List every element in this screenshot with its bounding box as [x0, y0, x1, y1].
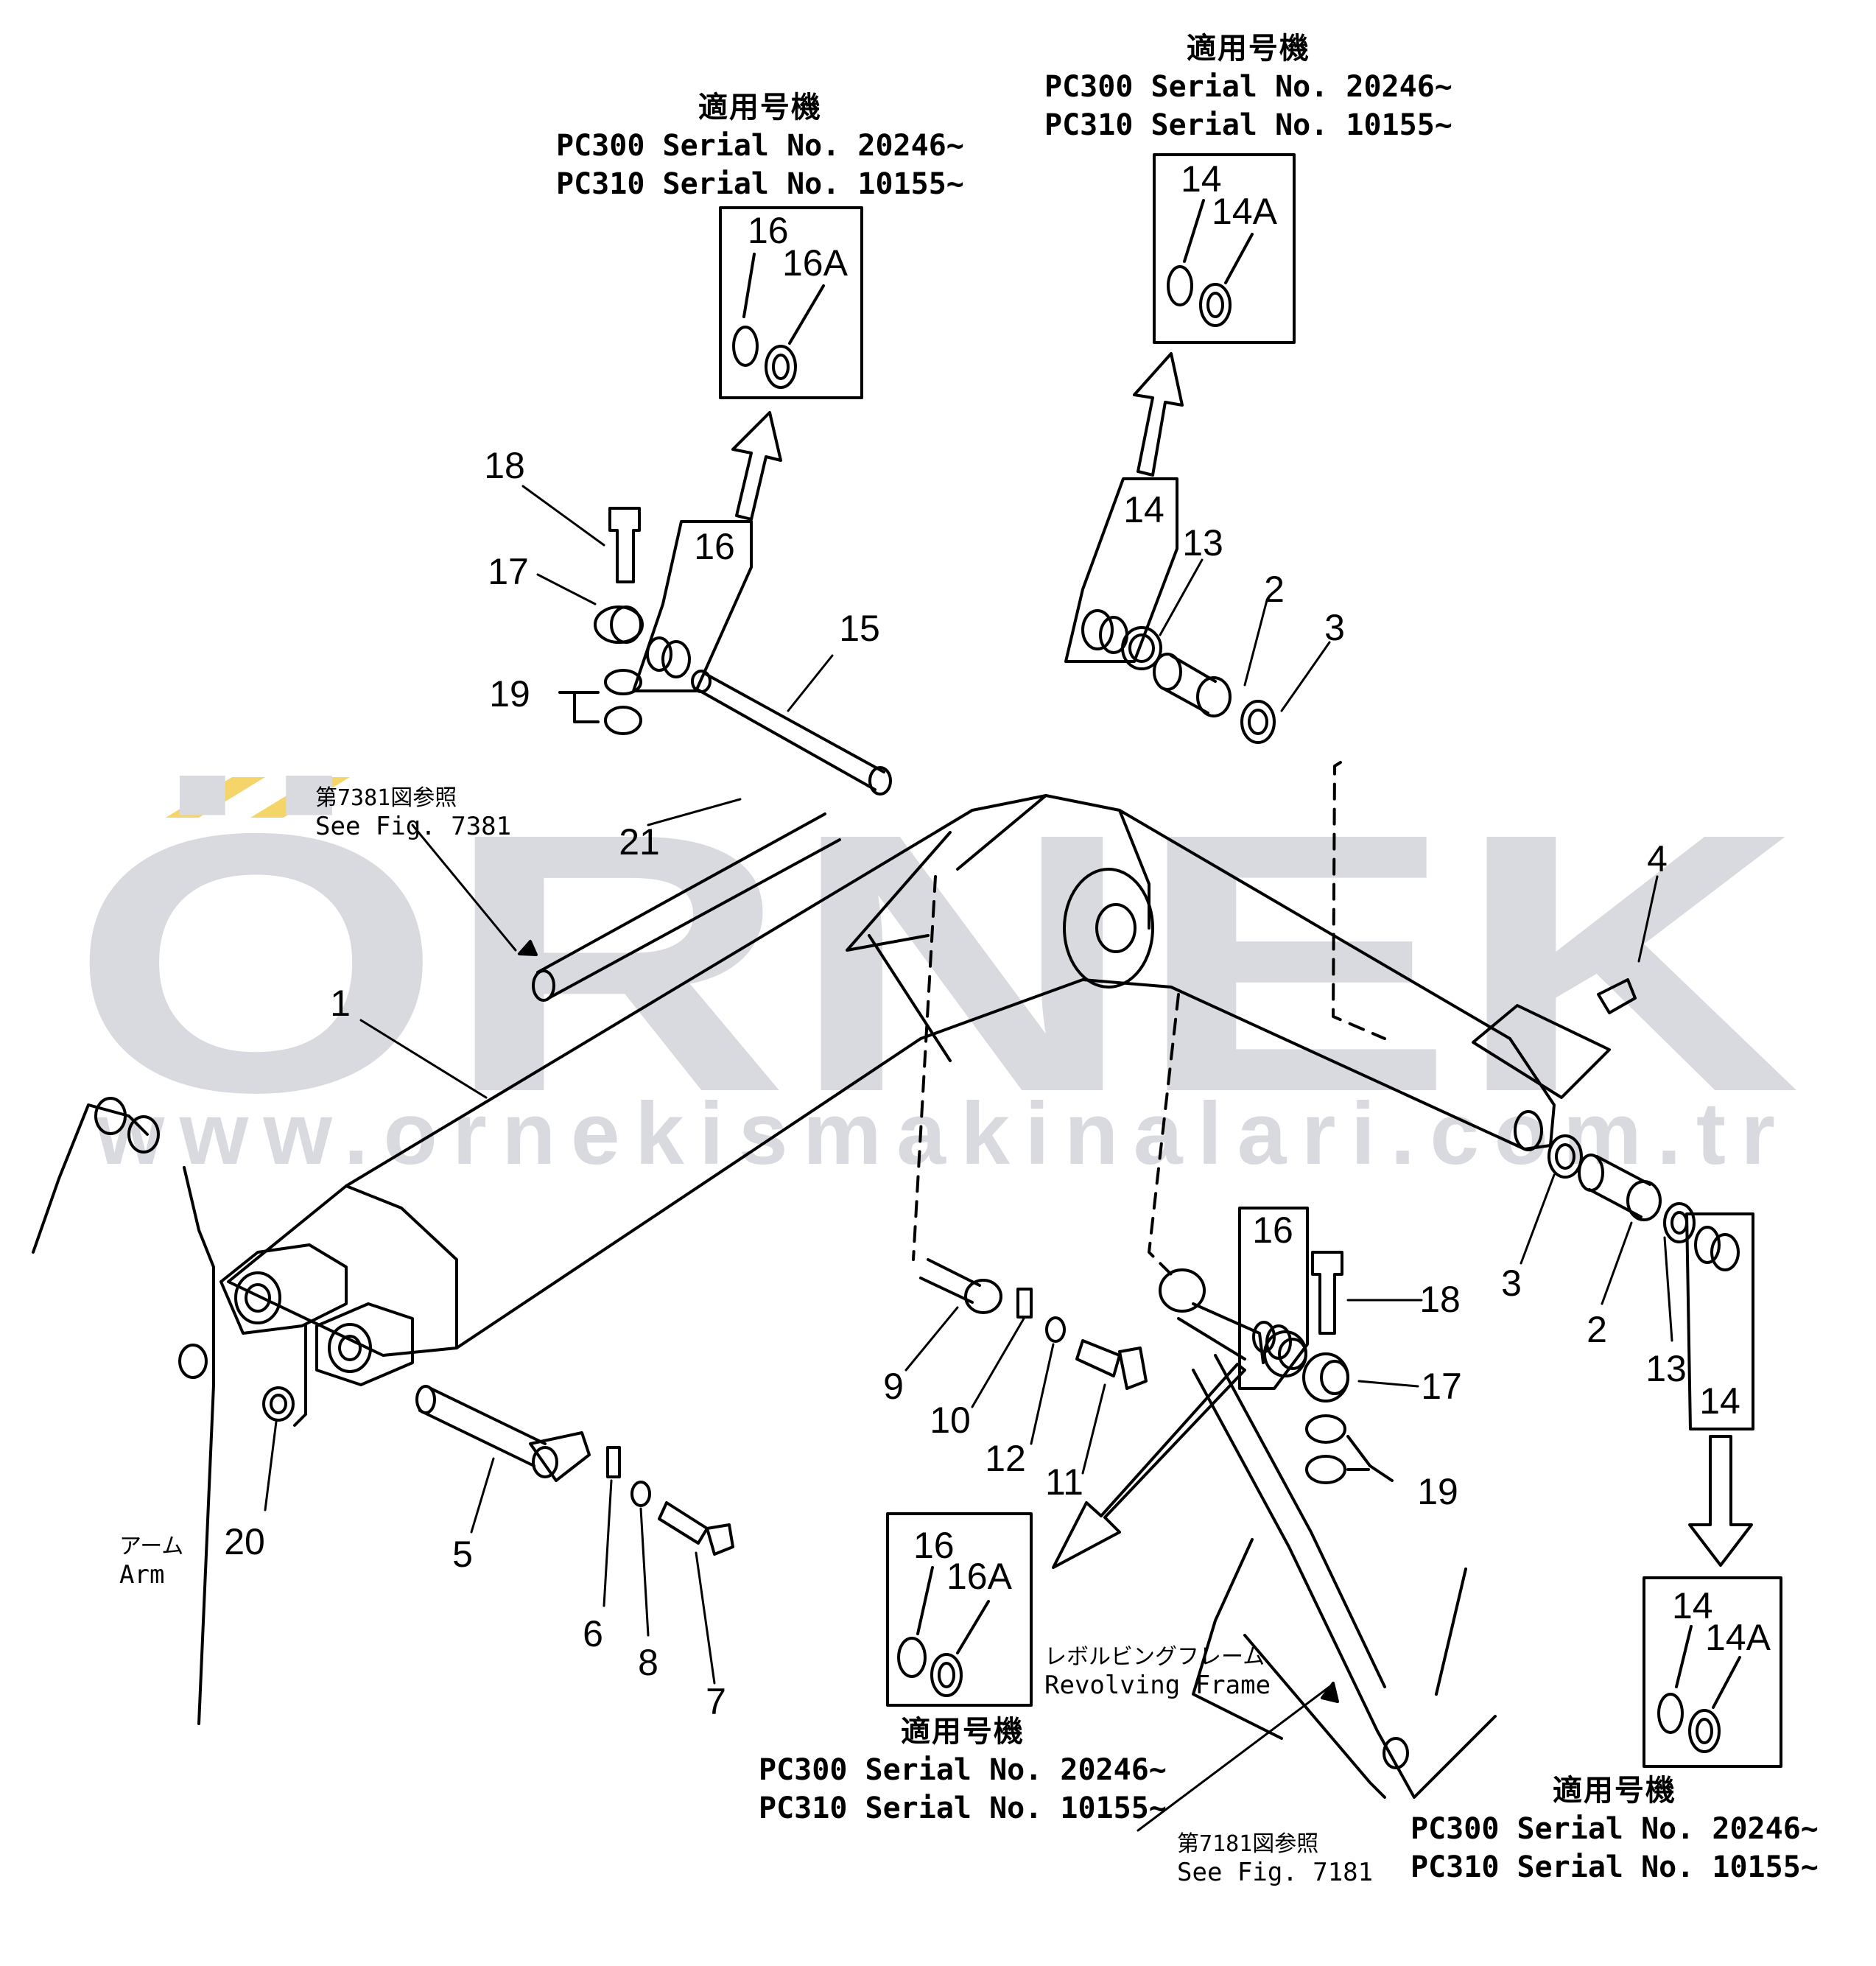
boom-1 [227, 794, 1556, 1357]
callout-12: 12 [985, 1438, 1026, 1479]
note-see-fig-7181: 第7181図参照 See Fig. 7181 [1177, 1831, 1373, 1887]
box-1-label-16a: 16A [782, 242, 848, 284]
applicability-line-pc300: PC300 Serial No. 20246~ [1410, 1812, 1819, 1846]
applicability-block-4: 適用号機 PC300 Serial No. 20246~ PC310 Seria… [1410, 1772, 1819, 1886]
callout-11: 11 [1045, 1461, 1083, 1503]
callout-8: 8 [638, 1642, 658, 1683]
callout-19-lower: 19 [1417, 1471, 1458, 1512]
callout-6: 6 [583, 1613, 603, 1654]
callout-1: 1 [330, 983, 351, 1024]
callout-20: 20 [224, 1521, 265, 1562]
note-en: See Fig. 7181 [1177, 1858, 1374, 1887]
applicability-line-pc300: PC300 Serial No. 20246~ [556, 129, 964, 163]
bracket-14-lower [1685, 1212, 1754, 1430]
arrow-to-box-3 [1052, 1363, 1246, 1569]
pin-9 [919, 1258, 981, 1304]
callout-15: 15 [839, 608, 880, 649]
boom-cylinder [536, 812, 841, 1000]
callout-16-upper: 16 [694, 526, 735, 567]
applic-box-2 [1153, 153, 1296, 344]
note-jp: アーム [119, 1534, 184, 1559]
callout-17-upper: 17 [488, 551, 529, 592]
box-1-label-16: 16 [748, 210, 789, 251]
applicability-line-pc310: PC310 Serial No. 10155~ [759, 1791, 1167, 1825]
callout-19-upper: 19 [489, 673, 530, 715]
applic-box-4 [1643, 1576, 1782, 1768]
callout-13-lower: 13 [1645, 1348, 1687, 1389]
note-en: Arm [119, 1560, 165, 1590]
applicability-line-pc310: PC310 Serial No. 10155~ [1044, 108, 1452, 142]
note-arm: アーム Arm [119, 1534, 183, 1590]
box-3-label-16a: 16A [946, 1556, 1012, 1597]
applicability-block-3: 適用号機 PC300 Serial No. 20246~ PC310 Seria… [759, 1713, 1167, 1828]
callout-16-lower: 16 [1252, 1210, 1293, 1251]
bolt-18-lower [1311, 1251, 1343, 1335]
callout-2-lower: 2 [1587, 1309, 1607, 1350]
bracket-14-upper [1064, 477, 1178, 663]
bolt-7 [658, 1501, 734, 1556]
callout-7: 7 [706, 1681, 726, 1722]
arrow-to-box-1 [731, 411, 782, 521]
applicability-line-pc310: PC310 Serial No. 10155~ [556, 167, 964, 201]
applicability-heading: 適用号機 [1186, 32, 1310, 66]
note-see-fig-7381: 第7381図参照 See Fig. 7381 [315, 785, 511, 841]
applicability-heading: 適用号機 [1552, 1774, 1676, 1808]
box-2-label-14a: 14A [1212, 191, 1277, 232]
applicability-block-2: 適用号機 PC300 Serial No. 20246~ PC310 Seria… [1044, 29, 1452, 144]
callout-14-lower: 14 [1699, 1380, 1740, 1422]
applicability-heading: 適用号機 [698, 91, 822, 124]
callout-17-lower: 17 [1421, 1366, 1462, 1407]
box-2-label-14: 14 [1181, 158, 1222, 200]
note-jp: 第7181図参照 [1177, 1831, 1319, 1857]
arrow-to-box-4 [1688, 1435, 1753, 1567]
callout-3-lower: 3 [1501, 1263, 1522, 1304]
applic-box-1 [719, 206, 863, 399]
arrow-to-box-2 [1133, 352, 1184, 477]
bolt-11 [1075, 1339, 1148, 1390]
applic-box-3 [886, 1512, 1033, 1707]
applicability-line-pc310: PC310 Serial No. 10155~ [1410, 1850, 1819, 1884]
revolving-frame [1192, 1354, 1497, 1799]
bushing-2-upper [1162, 654, 1217, 715]
note-jp: レボルビングフレーム [1044, 1644, 1265, 1670]
note-revolving-frame: レボルビングフレーム Revolving Frame [1044, 1644, 1271, 1700]
bolt-18-upper [608, 507, 641, 583]
bracket-16-lower [1238, 1207, 1309, 1390]
leader-lines [264, 485, 1673, 1832]
callout-9: 9 [883, 1366, 904, 1407]
box-4-label-14a: 14A [1705, 1617, 1771, 1658]
callout-10: 10 [930, 1400, 971, 1441]
box-4-label-14: 14 [1672, 1585, 1713, 1626]
grease-fitting-4 [1597, 978, 1637, 1014]
pin-5 [418, 1387, 547, 1467]
applicability-heading: 適用号機 [900, 1715, 1025, 1749]
callout-18-upper: 18 [484, 445, 525, 486]
box-3-label-16: 16 [913, 1525, 955, 1566]
callout-2-upper: 2 [1264, 569, 1285, 610]
applicability-line-pc300: PC300 Serial No. 20246~ [759, 1753, 1167, 1787]
applicability-line-pc300: PC300 Serial No. 20246~ [1044, 70, 1452, 104]
callout-14-upper: 14 [1123, 489, 1164, 530]
applicability-block-1: 適用号機 PC300 Serial No. 20246~ PC310 Seria… [556, 88, 964, 203]
note-en: Revolving Frame [1044, 1671, 1271, 1700]
pin-15 [695, 673, 885, 791]
callout-4: 4 [1647, 838, 1668, 880]
callout-21: 21 [619, 821, 660, 863]
callout-5: 5 [452, 1534, 473, 1575]
callout-18-lower: 18 [1419, 1279, 1461, 1320]
callout-13-upper: 13 [1182, 522, 1223, 564]
callout-3-upper: 3 [1324, 607, 1345, 648]
note-en: See Fig. 7381 [315, 812, 512, 841]
note-jp: 第7381図参照 [315, 785, 457, 811]
arm-linework [32, 1103, 215, 1725]
